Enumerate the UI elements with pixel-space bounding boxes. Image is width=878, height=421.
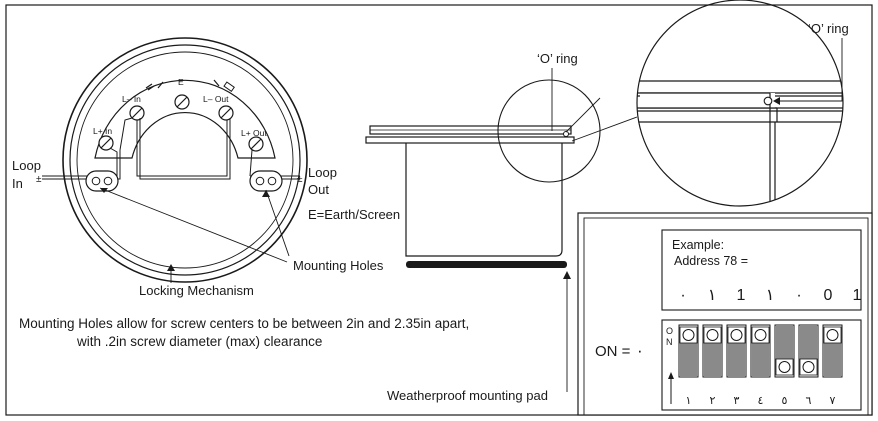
example-digit: ١: [708, 287, 717, 304]
dip-switch-number: ٦: [806, 394, 812, 407]
side-view-housing: [365, 125, 575, 257]
screw-terminal-loop-in-plus: [98, 135, 114, 151]
mounting-holes-label: Mounting Holes: [293, 258, 384, 273]
locking-mechanism-label: Locking Mechanism: [139, 283, 254, 298]
loop-out-line1: Loop: [308, 165, 337, 180]
arrowhead: [100, 188, 108, 193]
dip-switch: [774, 324, 795, 378]
loop-in-sign: ±: [36, 174, 42, 185]
loop-out-sign: ±: [297, 174, 303, 185]
arrowhead: [262, 190, 270, 197]
screw-terminal-loop-in-minus: [129, 105, 145, 121]
dip-switch-box: [661, 319, 862, 411]
dip-switch: [822, 324, 843, 378]
loop-out-line2: Out: [308, 182, 329, 197]
terminal-label-earth: E: [178, 77, 184, 87]
address-panel: [577, 212, 873, 416]
example-digit: 0: [824, 287, 833, 304]
weatherproof-pad-label: Weatherproof mounting pad: [387, 388, 548, 403]
arrowhead: [773, 97, 780, 105]
base-outer-rim: [62, 37, 308, 283]
on-legend-label: ON =: [595, 343, 631, 360]
detail-o-ring-label: ‘O’ ring: [808, 21, 849, 36]
example-box: [661, 229, 862, 311]
arrowhead: [167, 264, 175, 271]
terminal-label-loop-in-minus: L– In: [122, 94, 141, 104]
dip-switch: [750, 324, 771, 378]
magnifier-link: [571, 116, 638, 142]
base-inner-rim: [69, 44, 301, 276]
arch-mark: [213, 79, 220, 87]
terminal-label-loop-out-plus: L+ Out: [241, 128, 267, 138]
example-digit: ·: [796, 287, 801, 304]
terminal-label-loop-in-plus: L+ In: [93, 126, 112, 136]
dip-switch-number: ٧: [830, 394, 836, 407]
dip-switch-number: ٣: [734, 394, 740, 407]
arch-mark: [223, 81, 235, 93]
side-o-ring-notch: [563, 131, 569, 137]
note-line2: with .2in screw diameter (max) clearance: [76, 334, 322, 349]
dip-switch: [726, 324, 747, 378]
detail-o-ring-leader: [774, 38, 843, 102]
example-digit: 1: [737, 287, 746, 304]
terminal-label-loop-out-minus: L– Out: [203, 94, 229, 104]
loop-in-line2: In: [12, 176, 23, 191]
o-ring-detail: [636, 0, 844, 207]
dip-on-marker-bottom: N: [666, 337, 673, 347]
weatherproof-pad-bar: [406, 261, 567, 268]
loop-wires: [42, 117, 300, 180]
note-line1: Mounting Holes allow for screw centers t…: [19, 316, 469, 331]
arch-mark: [145, 83, 153, 89]
dip-up-arrow-head: [668, 372, 674, 379]
dip-switch-number: ١: [686, 394, 692, 407]
earth-legend: E=Earth/Screen: [308, 207, 400, 222]
detail-o-ring-notch: [763, 96, 773, 106]
dip-switch-number: ٢: [710, 394, 716, 407]
side-o-ring-label: ‘O’ ring: [537, 51, 578, 66]
mounting-hole-right: [249, 170, 283, 192]
screw-terminal-loop-out-plus: [248, 136, 264, 152]
example-digit: ·: [680, 287, 685, 304]
example-digits: · ١ 1 ١ · 0 1: [680, 287, 861, 304]
arch-mark: [157, 81, 164, 89]
address-panel-inner: [583, 217, 869, 416]
loop-in-line1: Loop: [12, 158, 41, 173]
housing-body: [405, 143, 563, 257]
dip-switch: [678, 324, 699, 378]
screw-terminal-loop-out-minus: [218, 105, 234, 121]
base-socket: L+ In L– In E L– Out L+ Out: [42, 37, 308, 283]
dip-switch-number: ٥: [782, 394, 788, 407]
terminal-arch: [94, 79, 276, 159]
example-line1: Example:: [672, 238, 724, 252]
example-digit: 1: [853, 287, 862, 304]
example-digit: ١: [766, 287, 775, 304]
dip-switch: [798, 324, 819, 378]
on-legend-symbol: ·: [637, 341, 643, 360]
arch-mark: [147, 85, 155, 91]
dip-switch-number: ٤: [758, 394, 764, 407]
magnifier-link: [565, 97, 601, 133]
arrowhead: [563, 271, 571, 279]
example-line2: Address 78 =: [674, 254, 748, 268]
dip-switch: [702, 324, 723, 378]
mounting-holes-leaders: [99, 187, 290, 263]
dip-on-marker-top: O: [666, 326, 673, 336]
base-locking-track: [76, 51, 294, 269]
mounting-hole-left: [85, 170, 119, 192]
outer-frame: [5, 4, 873, 416]
screw-terminal-earth: [174, 94, 190, 110]
housing-flange-lower: [365, 136, 575, 144]
side-view-magnifier: [497, 79, 601, 183]
dip-switch-bank: ١ ٢ ٣ ٤ ٥ ٦ ٧: [678, 324, 843, 407]
